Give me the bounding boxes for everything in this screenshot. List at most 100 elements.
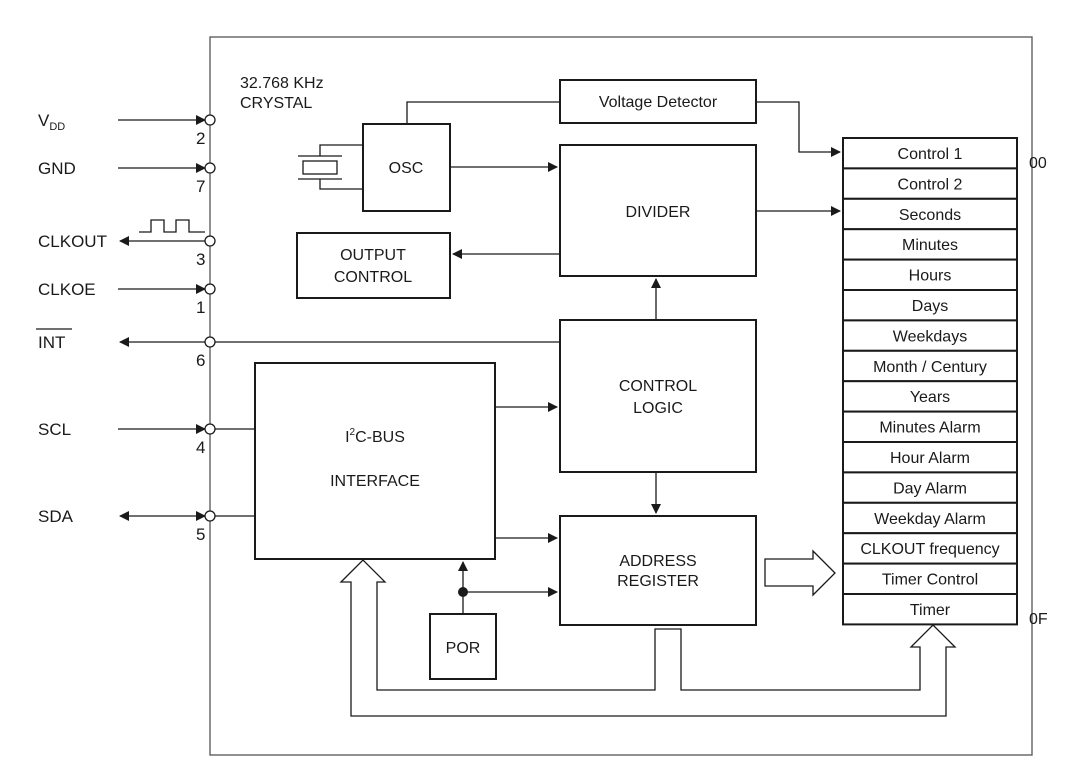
pin-clkout: CLKOUT 3 [38,219,216,269]
pin-circle [204,235,216,247]
pin-number: 6 [196,351,205,370]
voltage-detector-label: Voltage Detector [599,94,718,111]
address-register-block: ADDRESS REGISTER [559,515,757,626]
register-label: Weekdays [893,328,967,345]
register-row: Control 1 [842,137,1018,170]
address-register-label-2: REGISTER [617,573,699,590]
register-label: Days [912,298,948,315]
pin-label-clkoe: CLKOE [38,280,96,299]
i2c-label-2: INTERFACE [330,473,420,490]
register-row: Minutes Alarm [842,410,1018,444]
control-logic-label-2: LOGIC [633,400,683,417]
junction-dot [458,587,468,597]
register-cell [842,410,1018,444]
register-address-first: 00 [1029,155,1047,172]
chip-outline [209,36,1033,756]
output-control-label-1: OUTPUT [340,247,406,264]
register-cell [842,441,1018,474]
pin-label-clkout: CLKOUT [38,232,107,251]
pin-circle [204,283,216,295]
register-row: Hours [842,258,1018,292]
register-cell [842,593,1018,626]
pin-number: 4 [196,438,205,457]
register-label: Control 2 [898,176,963,193]
pin-label-gnd: GND [38,159,76,178]
pin-circle [204,510,216,522]
register-label: CLKOUT frequency [860,541,999,558]
i2c-bus-interface-block: I2C-BUS INTERFACE [254,362,496,560]
pin-gnd: GND 7 [38,159,216,196]
divider-block: DIVIDER [559,144,757,277]
pin-number: 5 [196,525,205,544]
pin-label-vdd: VDD [38,111,65,133]
register-row: Day Alarm [842,471,1018,504]
register-row: Weekdays [842,319,1018,352]
pin-number: 2 [196,129,205,148]
crystal-icon [298,144,363,190]
register-label: Hours [909,268,952,285]
register-cell [842,501,1018,535]
voltage-detector-block: Voltage Detector [559,79,757,124]
register-label: Seconds [899,207,961,224]
por-label: POR [446,640,481,657]
output-control-label-2: CONTROL [334,269,412,286]
register-label: Minutes [902,237,958,254]
register-row: Control 2 [842,167,1018,200]
register-row: Years [842,380,1018,413]
pin-number: 3 [196,250,205,269]
pin-sda: SDA 5 [38,507,255,544]
register-label: Hour Alarm [890,450,970,467]
register-label: Month / Century [873,359,987,376]
square-wave-icon [139,219,205,233]
address-register-label-1: ADDRESS [619,553,696,570]
register-row: Month / Century [842,349,1018,383]
control-logic-label-1: CONTROL [619,378,697,395]
register-label: Weekday Alarm [874,511,986,528]
register-row: Timer [842,593,1018,626]
register-row: CLKOUT frequency [842,532,1018,565]
register-cell [842,228,1018,261]
osc-label: OSC [389,160,424,177]
register-row: Weekday Alarm [842,501,1018,535]
register-row: Timer Control [842,562,1018,595]
pin-label-scl: SCL [38,420,71,439]
pin-circle [204,336,216,348]
register-cell [842,197,1018,231]
register-cell [842,532,1018,565]
control-logic-block: CONTROL LOGIC [559,319,757,473]
register-address-last: 0F [1029,611,1048,628]
divider-label: DIVIDER [626,204,691,221]
voltage-detector-to-control1-arrow [756,101,841,157]
pin-scl: SCL 4 [38,420,255,457]
register-cell [842,380,1018,413]
pin-circle [204,423,216,435]
register-label: Timer [910,602,951,619]
output-control-block: OUTPUT CONTROL [296,232,451,299]
pin-label-int: INT [38,333,65,352]
i2c-label-1: I2C-BUS [345,427,405,446]
register-label: Day Alarm [893,480,967,497]
pin-vdd: VDD 2 [38,111,216,148]
register-label: Years [910,389,950,406]
register-stack: Control 1 Control 2 SecondsMinutesHoursDay… [842,137,1018,626]
pin-int: INT 6 [36,328,560,370]
register-cell [842,562,1018,595]
register-cell [842,289,1018,322]
crystal-label: CRYSTAL [240,95,312,112]
register-cell [842,471,1018,504]
register-row: Days [842,289,1018,322]
osc-to-voltage-detector-wire [406,101,560,124]
address-to-registers-bus-arrow [764,549,836,597]
register-cell [842,319,1018,352]
register-label: Minutes Alarm [879,420,980,437]
data-bus-loop [339,559,957,717]
register-row: Hour Alarm [842,441,1018,474]
register-label: Timer Control [882,572,978,589]
pin-clkoe: CLKOE 1 [38,280,216,317]
por-block: POR [429,613,497,680]
pin-number: 1 [196,298,205,317]
pin-circle [204,162,216,174]
pin-number: 7 [196,177,205,196]
osc-block: OSC [362,123,451,212]
